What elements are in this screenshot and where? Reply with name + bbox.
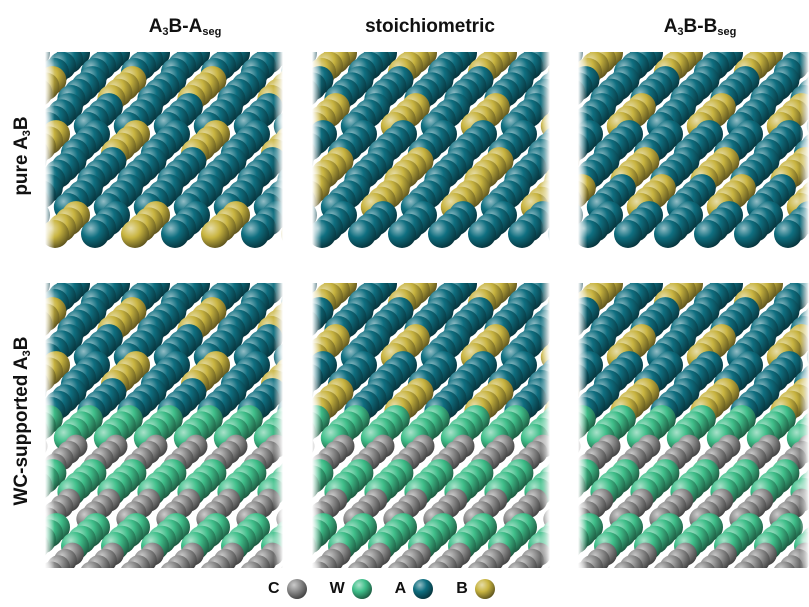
edge-fade	[578, 52, 809, 262]
row-label-pure-a3b: pure A3B	[11, 116, 33, 196]
sphere-icon	[474, 579, 495, 599]
atom-slab-render	[578, 52, 809, 262]
sphere-icon	[413, 579, 434, 599]
panel-wc-stoichiometric	[312, 283, 550, 568]
legend-label: B	[456, 580, 468, 597]
edge-fade	[45, 52, 283, 262]
edge-fade	[312, 283, 550, 568]
atom-slab-render	[45, 52, 283, 262]
legend-label: C	[268, 580, 280, 597]
column-header-stoichiometric: stoichiometric	[365, 16, 495, 37]
legend-label: A	[394, 580, 407, 597]
column-header-a3b-aseg: A3B-Aseg	[148, 16, 222, 38]
legend-item-a: A	[395, 578, 435, 600]
atom-slab-render	[45, 283, 283, 568]
row-label-wc-supported-a3b: WC-supported A3B	[11, 336, 33, 506]
panel-pure-a3b-aseg	[45, 52, 283, 262]
edge-fade	[578, 283, 809, 568]
sphere-icon	[286, 579, 307, 599]
legend-item-b: B	[456, 578, 496, 600]
atom-slab-render	[312, 52, 550, 262]
legend-item-c: C	[268, 578, 308, 600]
edge-fade	[45, 283, 283, 568]
panel-wc-a3b-aseg	[45, 283, 283, 568]
sphere-icon	[351, 579, 372, 599]
edge-fade	[312, 52, 550, 262]
atom-slab-render	[312, 283, 550, 568]
panel-wc-a3b-bseg	[578, 283, 809, 568]
panel-pure-a3b-bseg	[578, 52, 809, 262]
panel-pure-stoichiometric	[312, 52, 550, 262]
atom-slab-render	[578, 283, 809, 568]
column-header-a3b-bseg: A3B-Bseg	[663, 16, 737, 38]
legend-item-w: W	[330, 578, 373, 600]
legend-label: W	[329, 580, 345, 597]
